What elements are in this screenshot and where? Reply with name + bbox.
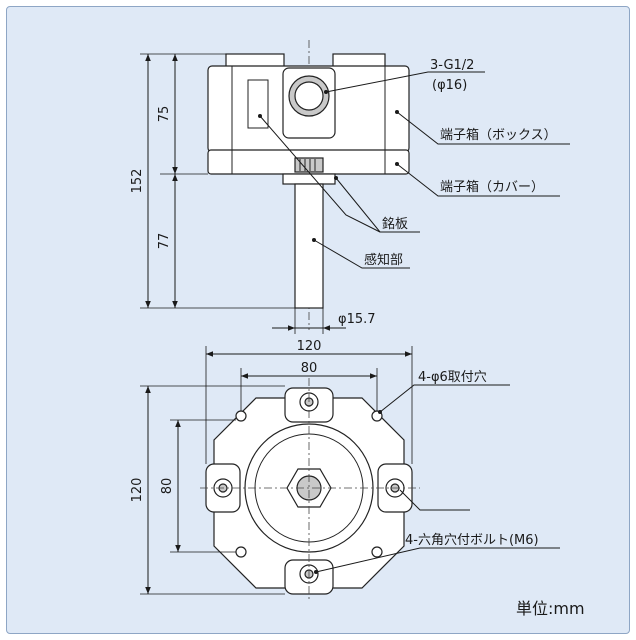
mount-hole-tl: [235, 410, 247, 422]
dim-inner-height: 80: [160, 478, 175, 495]
label-mount-holes: 4-φ6取付穴: [418, 370, 487, 385]
port-inner: [294, 81, 324, 111]
mount-hole-tr: [371, 410, 383, 422]
nameplate-connector: [294, 157, 324, 173]
bottom-labels: 4-φ6取付穴 4-六角穴付ボルト(M6): [314, 370, 560, 574]
label-port: 3-G1/2: [430, 58, 474, 73]
bottom-view: [200, 378, 420, 600]
side-dimensions: 152 75 77 φ15.7: [130, 53, 376, 334]
mount-hole-bl: [235, 546, 247, 558]
bottom-dimensions: 120 80 120 80: [130, 339, 413, 595]
dim-total-height: 152: [130, 169, 145, 194]
label-terminal-cover: 端子箱（カバー）: [440, 179, 544, 195]
side-labels: 3-G1/2 (φ16) 端子箱（ボックス） 端子箱（カバー） 銘板 感知部: [258, 58, 570, 269]
side-view: [207, 40, 410, 330]
dim-probe-length: 77: [157, 233, 172, 250]
dim-outer-height: 120: [130, 478, 145, 503]
sensing-probe: [294, 183, 324, 309]
label-nameplate: 銘板: [382, 217, 408, 232]
label-port-diameter: (φ16): [432, 78, 467, 93]
dim-outer-width: 120: [297, 339, 322, 354]
label-bolts: 4-六角穴付ボルト(M6): [405, 533, 539, 548]
probe-neck: [282, 173, 336, 185]
unit-label: 単位:mm: [516, 599, 585, 618]
dim-inner-width: 80: [301, 361, 318, 376]
dim-probe-diameter: φ15.7: [338, 312, 376, 327]
box-window: [247, 79, 269, 129]
label-terminal-box: 端子箱（ボックス）: [440, 127, 557, 143]
label-sensing-part: 感知部: [364, 252, 403, 268]
dim-box-height: 75: [157, 106, 172, 123]
mount-hole-br: [371, 546, 383, 558]
